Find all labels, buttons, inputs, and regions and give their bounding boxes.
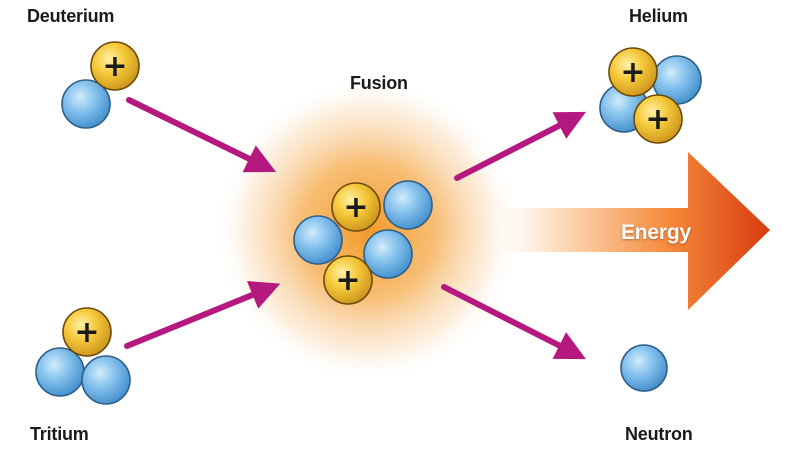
neutron-particle (293, 215, 343, 265)
proton-particle (331, 182, 381, 232)
proton-plus: + (74, 315, 99, 350)
tritium-label: Tritium (30, 424, 89, 444)
deuterium-nucleus: + (61, 41, 140, 129)
energy-label: Energy (621, 221, 691, 244)
neutron-particle (81, 355, 131, 405)
neutron-particle (383, 180, 433, 230)
proton-particle (633, 94, 683, 144)
fusion-cluster: + + (293, 180, 433, 305)
free-neutron (620, 344, 668, 392)
deuterium-label: Deuterium (27, 6, 115, 26)
deuterium-to-fusion-arrow (126, 97, 277, 173)
fusion-glow (216, 78, 520, 382)
neutron-particle (35, 347, 85, 397)
proton-plus: + (620, 55, 645, 90)
neutron-particle (61, 79, 111, 129)
helium-nucleus: + + (599, 47, 702, 144)
proton-plus: + (335, 263, 360, 298)
tritium-nucleus: + (35, 307, 131, 405)
proton-particle (62, 307, 112, 357)
proton-plus: + (645, 102, 670, 137)
proton-plus: + (343, 190, 368, 225)
fusion-to-helium-arrow (454, 111, 587, 181)
proton-particle (90, 41, 140, 91)
fusion-to-neutron-arrow (441, 284, 587, 360)
proton-particle (608, 47, 658, 97)
proton-particle (323, 255, 373, 305)
tritium-to-fusion-arrow (124, 281, 281, 349)
neutron-label: Neutron (625, 424, 693, 444)
helium-label: Helium (629, 6, 688, 26)
proton-plus: + (102, 49, 127, 84)
energy-arrow (480, 152, 770, 310)
neutron-particle (363, 229, 413, 279)
fusion-label: Fusion (350, 73, 408, 93)
